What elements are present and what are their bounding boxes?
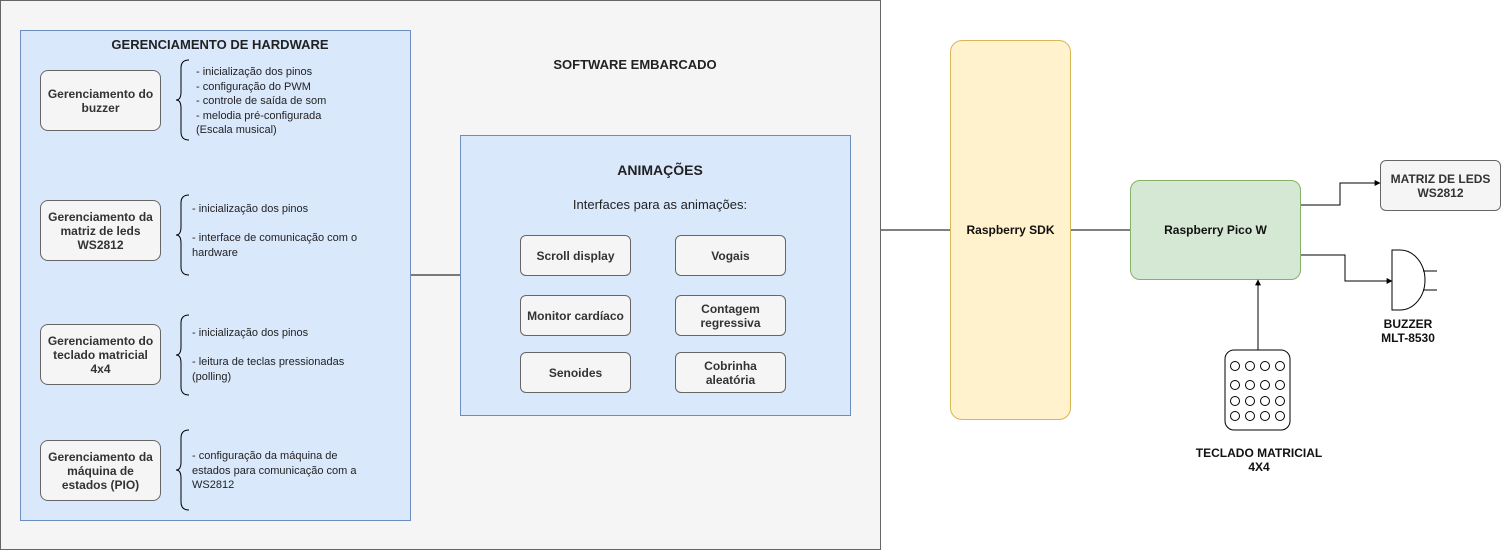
animation-senoides[interactable]: Senoides	[520, 352, 631, 393]
keypad-management-box[interactable]: Gerenciamento do teclado matricial 4x4	[40, 324, 161, 385]
keypad-label-line2: 4X4	[1248, 460, 1270, 474]
keypad-management-description: - inicialização dos pinos - leitura de t…	[192, 326, 344, 384]
description-line: - inicialização dos pinos	[192, 327, 309, 339]
buzzer-management-box[interactable]: Gerenciamento do buzzer	[40, 70, 161, 131]
description-line: - configuração do PWM	[196, 80, 311, 93]
description-line: WS2812	[192, 479, 235, 491]
description-line: - configuração da máquina de	[192, 450, 338, 462]
bracket-led-matrix	[175, 194, 190, 276]
hardware-title: GERENCIAMENTO DE HARDWARE	[111, 37, 329, 52]
pico-to-matrix-arrow	[1301, 180, 1381, 206]
description-line: (Escala musical)	[196, 124, 277, 136]
buzzer-label-line1: BUZZER	[1383, 317, 1433, 331]
led-matrix-box[interactable]: MATRIZ DE LEDS WS2812	[1380, 160, 1501, 211]
description-line: - inicialização dos pinos	[196, 66, 313, 78]
animation-scroll-display[interactable]: Scroll display	[520, 235, 631, 276]
animation-cobrinha-aleatoria[interactable]: Cobrinha aleatória	[675, 352, 786, 393]
description-line: estados para comunicação com a	[192, 464, 357, 477]
raspberry-pico-box[interactable]: Raspberry Pico W	[1130, 180, 1301, 280]
buzzer-management-description: - inicialização dos pinos - configuração…	[196, 65, 326, 138]
description-line: hardware	[192, 246, 238, 259]
animations-title: ANIMAÇÕES	[617, 162, 703, 178]
led-matrix-management-box[interactable]: Gerenciamento da matriz de leds WS2812	[40, 200, 161, 261]
description-line: - leitura de teclas pressionadas	[192, 356, 345, 368]
buzzer-label: BUZZER MLT-8530	[1360, 317, 1456, 345]
keypad-symbol	[1224, 349, 1291, 431]
animations-subtitle: Interfaces para as animações:	[572, 197, 748, 212]
pico-to-buzzer-arrow	[1301, 254, 1393, 284]
raspberry-sdk-box[interactable]: Raspberry SDK	[950, 40, 1071, 420]
keypad-label: TECLADO MATRICIAL 4X4	[1180, 446, 1338, 474]
description-brackets	[175, 59, 190, 511]
buzzer-symbol	[1391, 249, 1437, 311]
led-matrix-management-description: - inicialização dos pinos - interface de…	[192, 202, 357, 260]
bracket-keypad	[175, 314, 190, 396]
bracket-buzzer	[175, 59, 190, 141]
animation-monitor-cardiaco[interactable]: Monitor cardíaco	[520, 295, 631, 336]
description-line: (polling)	[192, 370, 232, 383]
description-line: - inicialização dos pinos	[192, 203, 309, 215]
description-line: - interface de comunicação com o	[192, 232, 358, 244]
description-line: - controle de saída de som	[196, 95, 327, 107]
software-title: SOFTWARE EMBARCADO	[553, 57, 717, 72]
bracket-state-machine	[175, 429, 190, 511]
buzzer-label-line2: MLT-8530	[1381, 331, 1435, 345]
description-line: - melodia pré-configurada	[196, 109, 322, 122]
animation-vogais[interactable]: Vogais	[675, 235, 786, 276]
keypad-label-line1: TECLADO MATRICIAL	[1195, 446, 1323, 460]
state-machine-management-box[interactable]: Gerenciamento da máquina de estados (PIO…	[40, 440, 161, 501]
state-machine-management-description: - configuração da máquina de estados par…	[192, 449, 356, 493]
animation-contagem-regressiva[interactable]: Contagem regressiva	[675, 295, 786, 336]
